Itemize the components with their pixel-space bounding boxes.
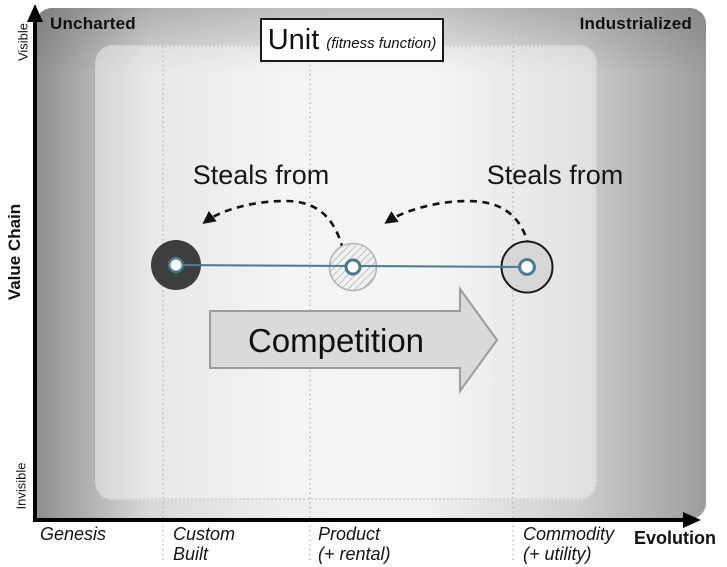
evolution-axis-title: Evolution [634, 528, 716, 548]
custom-built-node-center [167, 256, 185, 274]
steals-from-label-left: Steals from [192, 160, 330, 190]
stage-label-product: Product (+ rental) [318, 524, 391, 564]
steals-from-arrow-right [384, 199, 531, 248]
competition-arrow-shape [209, 285, 499, 395]
x-axis-arrowhead-icon [683, 512, 701, 528]
stage-label-line: Custom [173, 524, 236, 544]
steals-from-arrow-left [202, 199, 345, 251]
stage-label-line: Genesis [40, 524, 107, 544]
product-node-center [344, 258, 362, 276]
steals-from-label-right: Steals from [486, 160, 624, 190]
stage-label-line: Built [173, 544, 209, 564]
unit-title: Unit [267, 23, 320, 56]
unit-title-box: Unit (fitness function) [260, 18, 444, 62]
commodity-node-center [518, 258, 536, 276]
stage-label-line: (+ rental) [318, 544, 391, 564]
y-axis-arrowhead-icon [27, 4, 43, 22]
competition-label: Competition [247, 322, 425, 359]
visible-label: Visible [15, 22, 31, 62]
stage-label-line: (+ utility) [523, 544, 592, 564]
stage-label-genesis: Genesis [40, 524, 106, 544]
invisible-label: Invisible [13, 462, 29, 510]
stage-label-commodity: Commodity (+ utility) [523, 524, 614, 564]
industrialized-label: Industrialized [579, 14, 692, 33]
unit-subtitle: (fitness function) [326, 34, 437, 52]
stage-label-line: Commodity [523, 524, 615, 544]
value-chain-axis-title: Value Chain [5, 203, 24, 301]
stage-label-custom-built: Custom Built [173, 524, 235, 564]
stage-label-line: Product [318, 524, 381, 544]
uncharted-label: Uncharted [50, 14, 136, 33]
